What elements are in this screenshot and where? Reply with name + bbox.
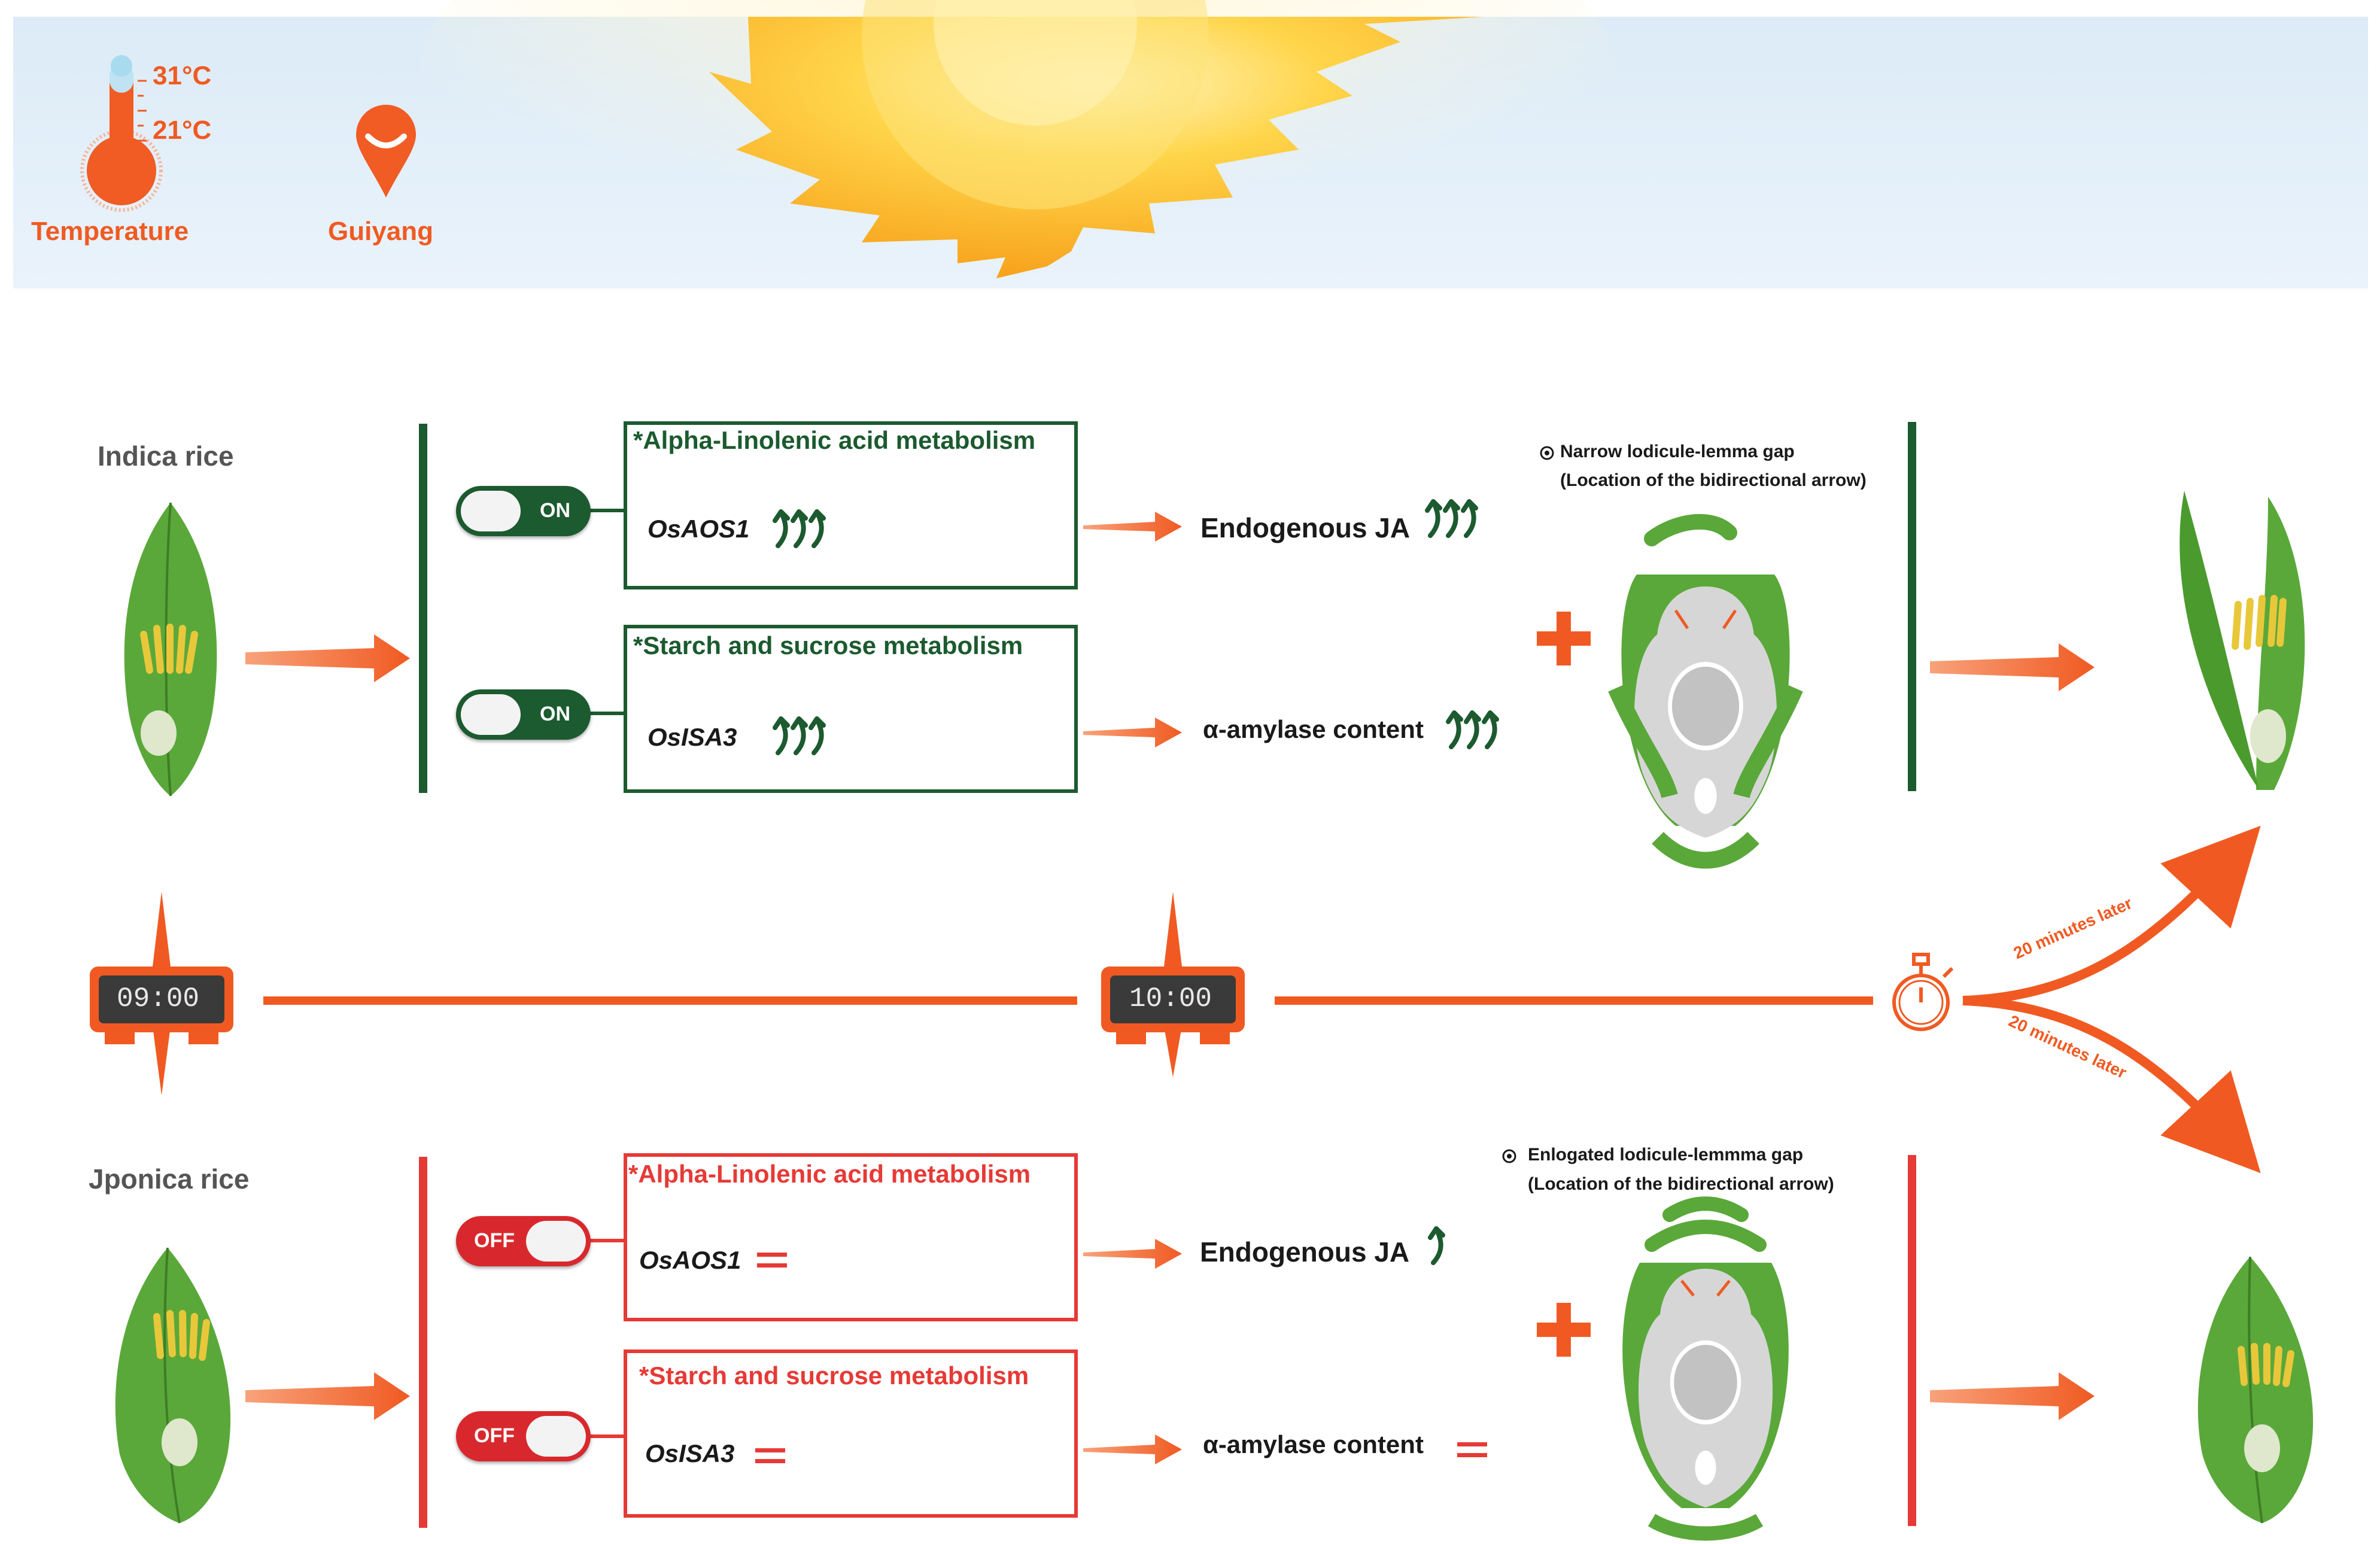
temperature-label: Temperature [31,217,189,246]
gap-note-line1: Enlogated lodicule-lemmma gap [1528,1145,1804,1165]
toggle-knob [526,1416,586,1457]
temp-high-label: 31°C [153,61,212,90]
gene-name: OsISA3 [645,1439,735,1467]
toggle-isa3-indica[interactable]: ON [456,689,591,740]
equal-icon [757,1253,787,1268]
pathway-title: *Starch and sucrose metabolism [639,1361,1029,1390]
pathway-title: *Starch and sucrose metabolism [633,631,1023,659]
indica-bracket-right [1908,422,1916,791]
japonica-bracket-right [1908,1155,1916,1526]
plus-icon [1537,612,1591,665]
indica-arrow-ja [1083,512,1182,542]
thermometer-icon [80,55,163,212]
location-label: Guiyang [328,217,434,246]
bullet-icon [1502,1149,1516,1163]
output-label: Endogenous JA [1200,1236,1410,1268]
indica-label: Indica rice [98,440,234,472]
toggle-aos1-indica[interactable]: ON [456,486,591,536]
indica-box-1 [624,421,1078,589]
branch-arrow-down [1962,996,2261,1174]
clock-icon [90,892,233,1095]
japonica-box-1 [624,1153,1078,1321]
indica-spikelet-open [2180,491,2305,790]
indica-floret-cross-section [1608,513,1803,869]
indica-arrow-amylase [1083,718,1182,747]
sky-banner [13,0,2368,288]
toggle-label: ON [540,703,570,725]
branch-arrow-up [1962,825,2261,1005]
toggle-label: OFF [474,1424,515,1447]
output-label: α-amylase content [1203,715,1424,743]
japonica-arrow-amylase [1083,1434,1182,1464]
clock-time-2: 10:00 [1129,983,1212,1014]
clock-icon [1101,892,1245,1077]
gene-name: OsAOS1 [648,515,750,543]
japonica-arrow-1 [245,1372,410,1420]
indica-box-2 [624,625,1078,793]
indica-arrow-1 [245,634,410,682]
bullet-icon [1540,446,1554,460]
gap-note-line1: Narrow lodicule-lemma gap [1560,442,1795,461]
toggle-label: ON [540,499,570,522]
japonica-bracket-left [419,1157,427,1528]
indica-spikelet-closed [123,502,218,797]
output-label: α-amylase content [1203,1430,1424,1458]
toggle-aos1-japonica[interactable]: OFF [456,1216,591,1266]
japonica-spikelet-closed [115,1247,231,1524]
equal-icon [755,1448,785,1463]
gene-name: OsAOS1 [639,1246,741,1274]
gap-note-line2: (Location of the bidirectional arrow) [1560,470,1867,490]
toggle-knob [526,1221,586,1262]
japonica-arrow-result [1930,1372,2095,1420]
trend-slight-up-icon [1428,1226,1445,1265]
toggle-isa3-japonica[interactable]: OFF [456,1411,591,1461]
toggle-label: OFF [474,1229,515,1252]
toggle-knob [461,694,521,735]
trend-up-icon [1446,710,1499,749]
japonica-floret-cross-section [1622,1196,1789,1541]
equal-icon [1457,1442,1487,1457]
stopwatch-icon [1892,953,1954,1031]
clock-time-1: 09:00 [117,983,200,1014]
plus-icon [1537,1303,1591,1357]
sun-icon [694,0,1484,278]
temp-low-label: 21°C [153,116,212,145]
gene-name: OsISA3 [648,723,737,751]
toggle-knob [461,491,521,531]
indica-arrow-result [1930,643,2095,691]
location-pin-icon [356,105,416,197]
trend-up-icon [1425,499,1478,538]
trend-up-icon [773,509,826,548]
trend-up-icon [773,716,826,755]
pathway-title: *Alpha-Linolenic acid metabolism [633,426,1036,454]
japonica-arrow-ja [1083,1239,1182,1269]
gap-note-line2: (Location of the bidirectional arrow) [1528,1174,1834,1194]
japonica-spikelet-result [2197,1256,2314,1524]
japonica-box-2 [624,1350,1078,1518]
pathway-title: *Alpha-Linolenic acid metabolism [628,1160,1031,1188]
japonica-label: Jponica rice [89,1163,250,1195]
indica-bracket-left [419,424,427,793]
output-label: Endogenous JA [1200,512,1411,543]
